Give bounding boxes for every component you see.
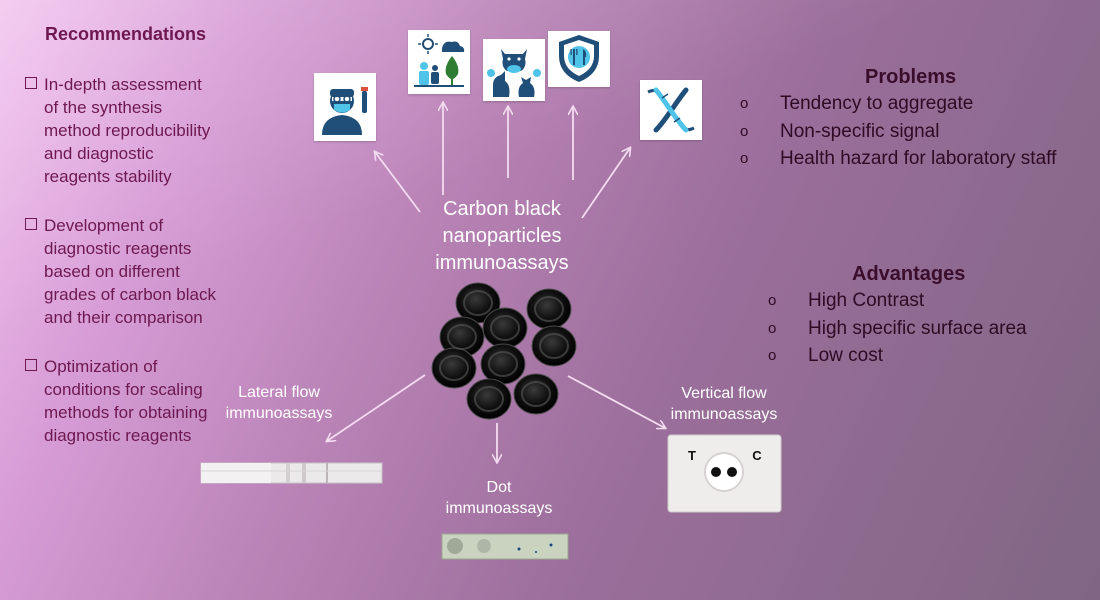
lateral-flow-strip-image bbox=[200, 462, 383, 484]
arrow-to-doctor bbox=[375, 152, 421, 213]
circle-bullet-icon: o bbox=[740, 122, 749, 140]
recommendation-line: conditions for scaling bbox=[44, 380, 203, 399]
dna-icon bbox=[640, 80, 702, 140]
dot-label-line: Dot bbox=[486, 479, 512, 496]
problem-text: Health hazard for laboratory staff bbox=[780, 148, 1057, 169]
problems-title: Problems bbox=[865, 66, 957, 88]
advantage-text: Low cost bbox=[808, 345, 883, 366]
circle-bullet-icon: o bbox=[740, 150, 749, 167]
checkbox-bullet-icon bbox=[25, 359, 37, 371]
recommendation-line: reagents stability bbox=[44, 167, 172, 186]
recommendation-line: In-depth assessment bbox=[44, 75, 202, 94]
food-safety-icon bbox=[548, 31, 610, 87]
recommendations-title: Recommendations bbox=[45, 24, 207, 44]
arrow-to-dna bbox=[581, 148, 630, 219]
cassette-test-label: T bbox=[688, 448, 696, 463]
vertical-flow-label: Vertical flow immunoassays bbox=[664, 383, 784, 425]
advantage-text: High Contrast bbox=[808, 290, 925, 311]
center-label: Carbon black nanoparticles immunoassays bbox=[421, 196, 583, 277]
vertical-flow-label-line: Vertical flow bbox=[681, 385, 767, 402]
lateral-flow-label-line: immunoassays bbox=[225, 405, 333, 422]
nanoparticle bbox=[531, 325, 577, 367]
arrow-to-lateral-flow bbox=[327, 374, 426, 441]
recommendation-line: diagnostic reagents bbox=[44, 426, 192, 445]
advantage-text: High specific surface area bbox=[808, 317, 1027, 339]
doctor-icon bbox=[314, 73, 376, 141]
recommendation-line: methods for obtaining bbox=[44, 403, 208, 422]
recommendation-line: diagnostic reagents bbox=[44, 239, 192, 258]
recommendation-item: Optimization of conditions for scaling m… bbox=[25, 355, 208, 447]
advantages-title: Advantages bbox=[852, 263, 966, 285]
arrow-to-vertical-flow bbox=[567, 375, 665, 428]
vertical-flow-cassette-image bbox=[667, 434, 782, 513]
circle-bullet-icon: o bbox=[768, 347, 777, 364]
recommendation-line: and their comparison bbox=[44, 308, 203, 327]
recommendation-line: method reproducibility bbox=[44, 121, 211, 140]
circle-bullet-icon: o bbox=[740, 95, 749, 112]
environment-icon bbox=[408, 30, 470, 94]
nanoparticle bbox=[513, 373, 559, 415]
lateral-flow-label: Lateral flow immunoassays bbox=[219, 382, 339, 424]
recommendation-line: grades of carbon black bbox=[44, 285, 216, 304]
checkbox-bullet-icon bbox=[25, 77, 37, 89]
circle-bullet-icon: o bbox=[768, 292, 777, 309]
center-label-line: Carbon black bbox=[443, 198, 561, 220]
checkbox-bullet-icon bbox=[25, 218, 37, 230]
recommendation-item: Development of diagnostic reagents based… bbox=[25, 214, 216, 329]
dot-assay-strip-image bbox=[441, 533, 569, 560]
dot-label-line: immunoassays bbox=[445, 500, 553, 517]
vertical-flow-label-line: immunoassays bbox=[670, 406, 778, 423]
animals-icon bbox=[483, 39, 545, 101]
center-label-line: immunoassays bbox=[435, 252, 569, 274]
center-label-line: nanoparticles bbox=[442, 225, 562, 247]
recommendation-line: Development of bbox=[44, 216, 164, 235]
recommendation-item: In-depth assessment of the synthesis met… bbox=[25, 73, 210, 188]
lateral-flow-label-line: Lateral flow bbox=[238, 384, 320, 401]
recommendation-line: of the synthesis bbox=[44, 98, 163, 117]
dot-label: Dot immunoassays bbox=[439, 477, 559, 519]
recommendation-line: and diagnostic bbox=[44, 144, 154, 163]
nanoparticle bbox=[466, 378, 512, 420]
recommendation-line: based on different bbox=[44, 262, 180, 281]
circle-bullet-icon: o bbox=[768, 319, 777, 337]
recommendation-line: Optimization of bbox=[44, 357, 158, 376]
problem-text: Non-specific signal bbox=[780, 120, 940, 142]
problem-text: Tendency to aggregate bbox=[780, 93, 974, 114]
cassette-control-label: C bbox=[752, 448, 762, 463]
